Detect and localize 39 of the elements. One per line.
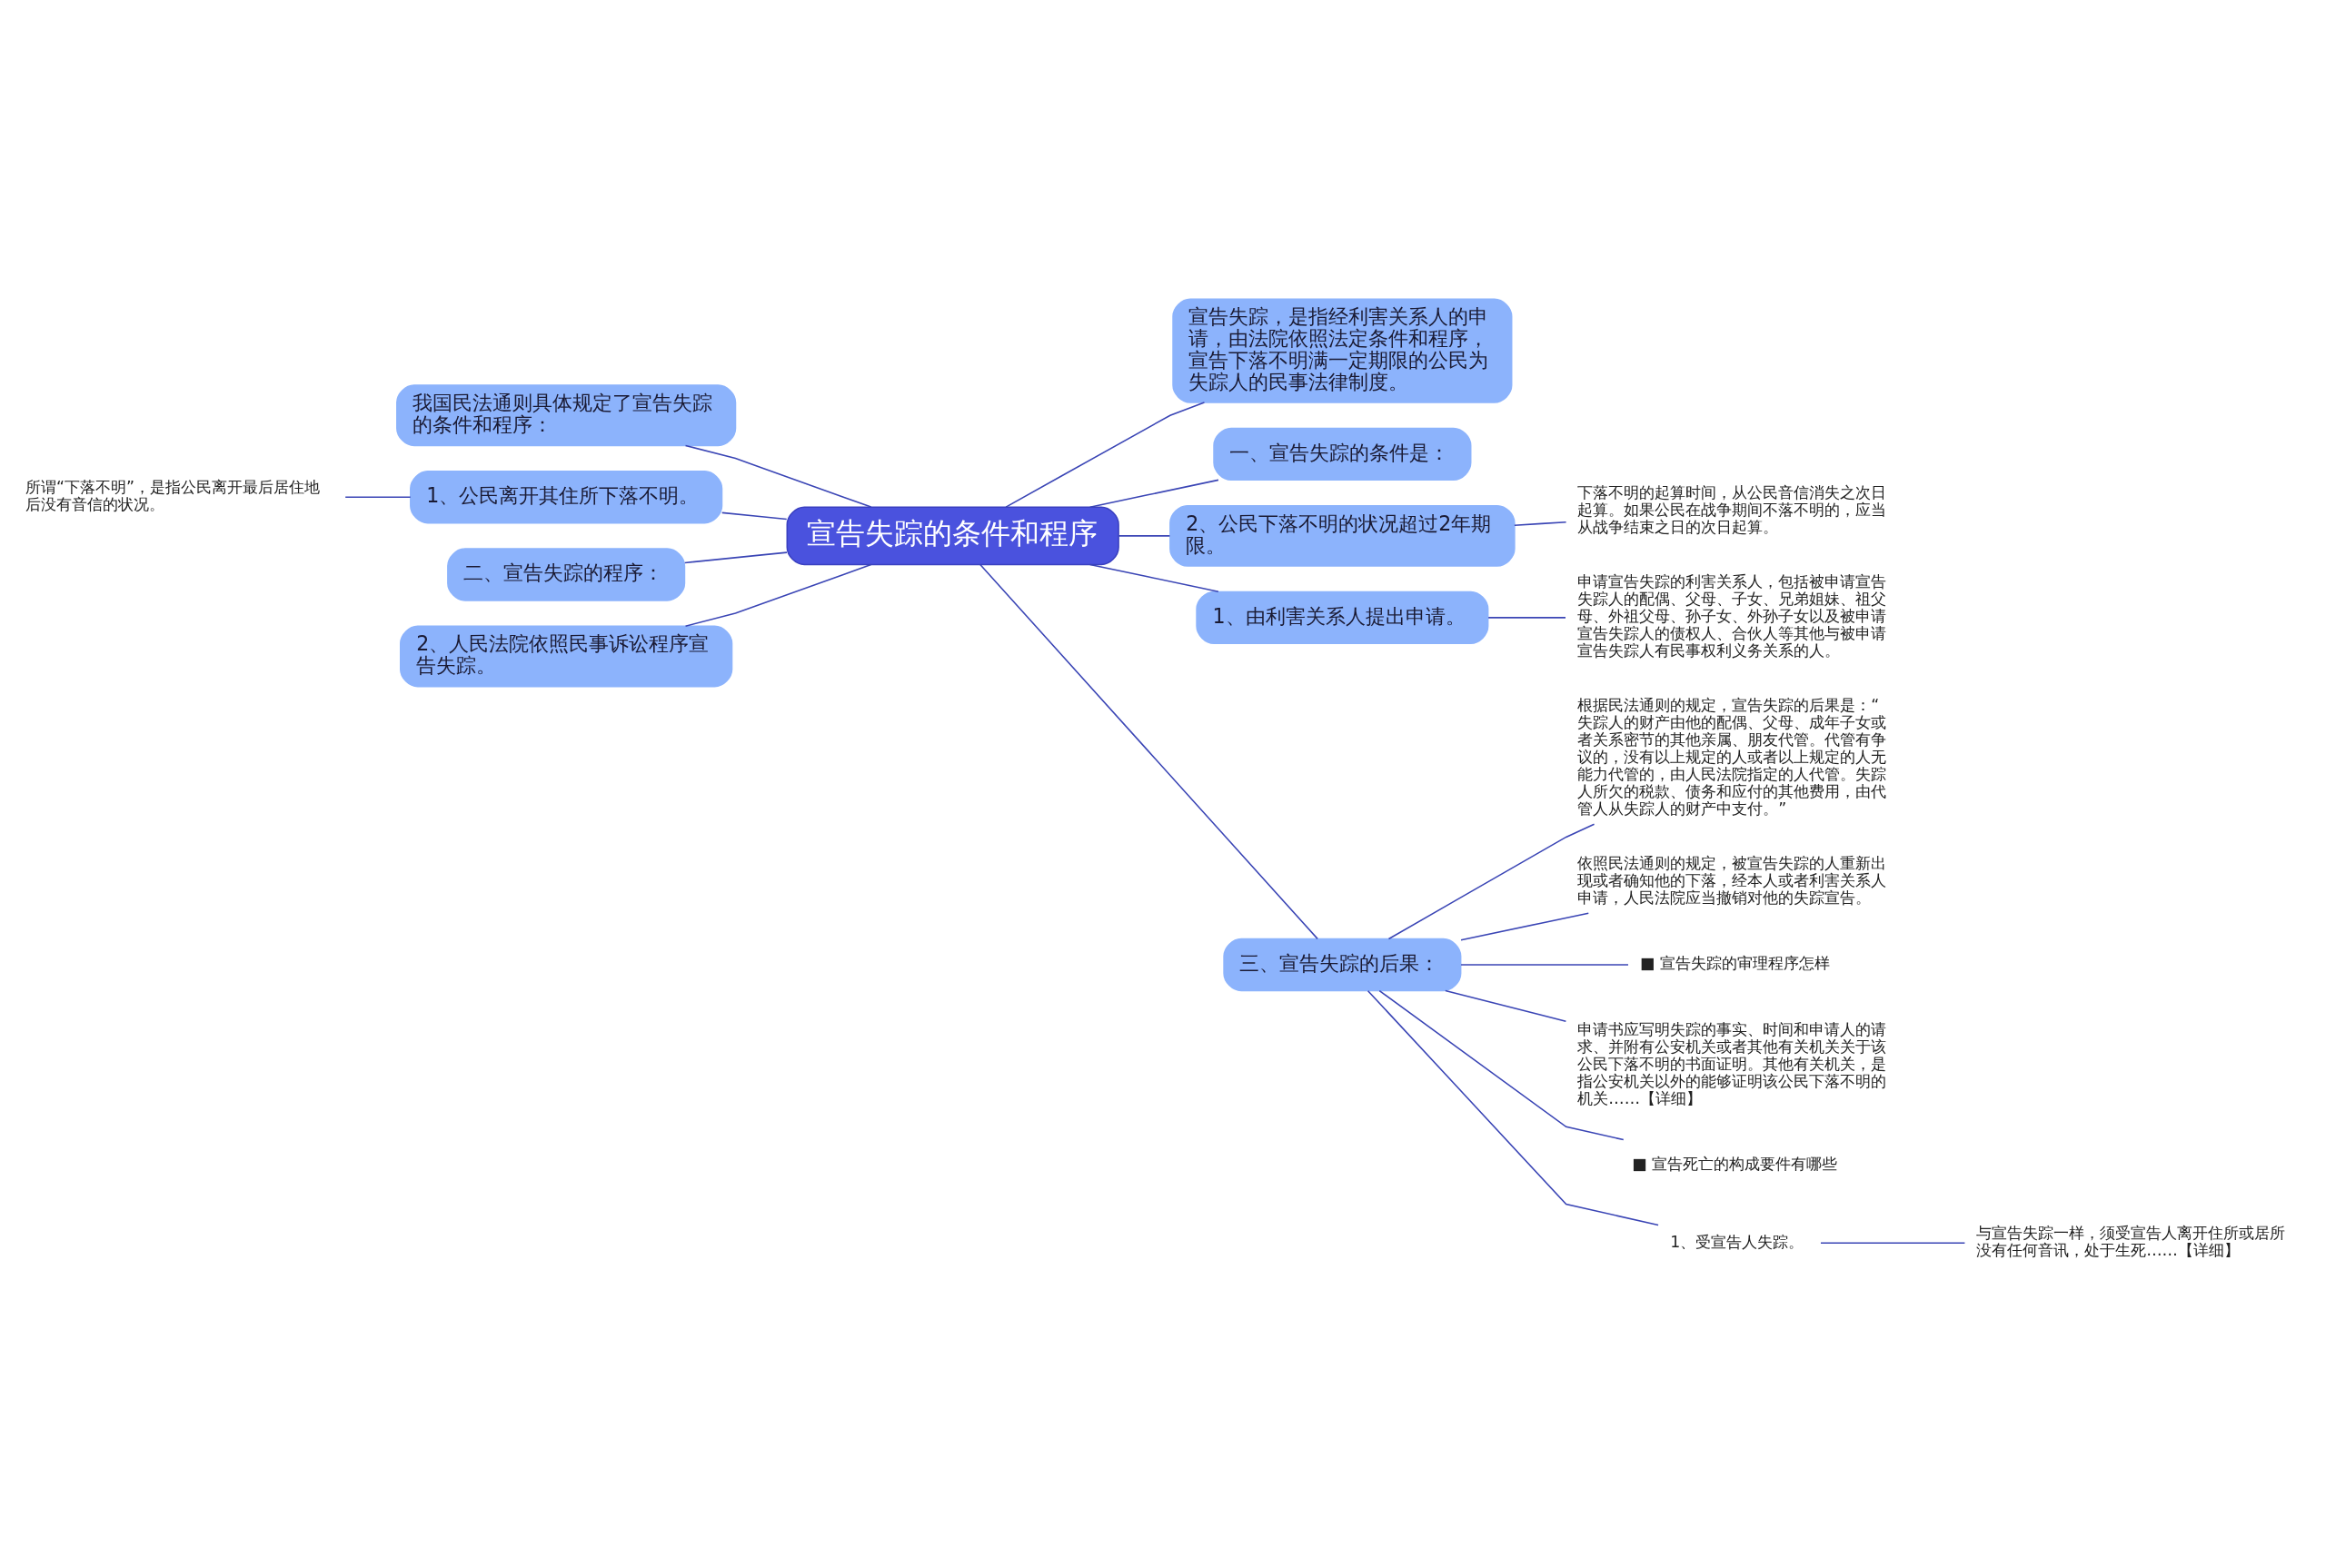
node-box: 2、公民下落不明的状况超过2年期限。: [1169, 504, 1516, 567]
node-box: 一、宣告失踪的条件是：: [1213, 427, 1472, 481]
node-box: 2、人民法院依照民事诉讼程序宣告失踪。: [400, 625, 733, 688]
connector: [1820, 1242, 1966, 1245]
connector: [1460, 964, 1629, 966]
node-text: 根据民法通则的规定，宣告失踪的后果是：“失踪人的财产由他的配偶、父母、成年子女或者关系密节的其他亲属、朋友代管。代管有争议的，没有以上规定的人或者以上规定的人无能力代管的，由人民法院指定的人代管。失踪人所欠的税款、债务和应付的其他费用，由代管人从失踪人的财产中支付。”: [1577, 696, 1887, 818]
connector: [1387, 823, 1595, 940]
node-box: 宣告失踪的条件和程序: [786, 506, 1119, 566]
node-text: ■ 宣告失踪的审理程序怎样: [1640, 954, 1830, 973]
node-text: ■ 宣告死亡的构成要件有哪些: [1632, 1155, 1838, 1174]
node-box: 二、宣告失踪的程序：: [447, 548, 686, 601]
connector: [1367, 989, 1659, 1226]
node-box: 1、公民离开其住所下落不明。: [410, 471, 723, 524]
node-box: 三、宣告失踪的后果：: [1223, 938, 1462, 992]
connector: [1514, 521, 1567, 526]
connector: [1378, 989, 1625, 1141]
node-text: 1、受宣告人失踪。: [1670, 1232, 1804, 1251]
connector: [1088, 563, 1219, 593]
node-box: 1、由利害关系人提出申请。: [1196, 590, 1489, 645]
connector: [1118, 535, 1171, 537]
node-text: 与宣告失踪一样，须受宣告人离开住所或居所没有任何音讯，处于生死……【详细】: [1976, 1224, 2286, 1260]
connector: [683, 551, 788, 564]
node-text: 申请宣告失踪的利害关系人，包括被申请宣告失踪人的配偶、父母、子女、兄弟姐妹、祖父母、外祖父母、孙子女、外孙子女以及被申请宣告失踪人的债权人、合伙人等其他与被申请宣告失踪人有民事权利义务关系的人。: [1577, 572, 1887, 660]
connector: [721, 511, 788, 521]
connector: [1088, 479, 1219, 508]
node-text: 所谓“下落不明”，是指公民离开最后居住地后没有音信的状况。: [25, 478, 320, 514]
connector: [979, 563, 1318, 940]
node-text: 申请书应写明失踪的事实、时间和申请人的请求、并附有公安机关或者其他有关机关关于该公民下落不明的书面证明。其他有关机关，是指公安机关以外的能够证明该公民下落不明的机关……【详细】: [1577, 1020, 1887, 1107]
node-text: 下落不明的起算时间，从公民音信消失之次日起算。如果公民在战争期间不落不明的，应当从战争结束之日的次日起算。: [1577, 483, 1887, 537]
connector: [1005, 402, 1206, 508]
connector: [1487, 617, 1566, 619]
node-box: 我国民法通则具体规定了宣告失踪的条件和程序：: [396, 384, 737, 447]
connector: [1460, 912, 1590, 941]
connector: [1445, 989, 1567, 1022]
connector: [344, 496, 412, 498]
connector: [684, 563, 872, 627]
node-text: 依照民法通则的规定，被宣告失踪的人重新出现或者确知他的下落，经本人或者利害关系人申请，人民法院应当撤销对他的失踪宣告。: [1577, 853, 1887, 907]
connector: [684, 444, 872, 508]
node-box: 宣告失踪，是指经利害关系人的申请，由法院依照法定条件和程序，宣告下落不明满一定期限的公民为失踪人的民事法律制度。: [1172, 298, 1513, 403]
